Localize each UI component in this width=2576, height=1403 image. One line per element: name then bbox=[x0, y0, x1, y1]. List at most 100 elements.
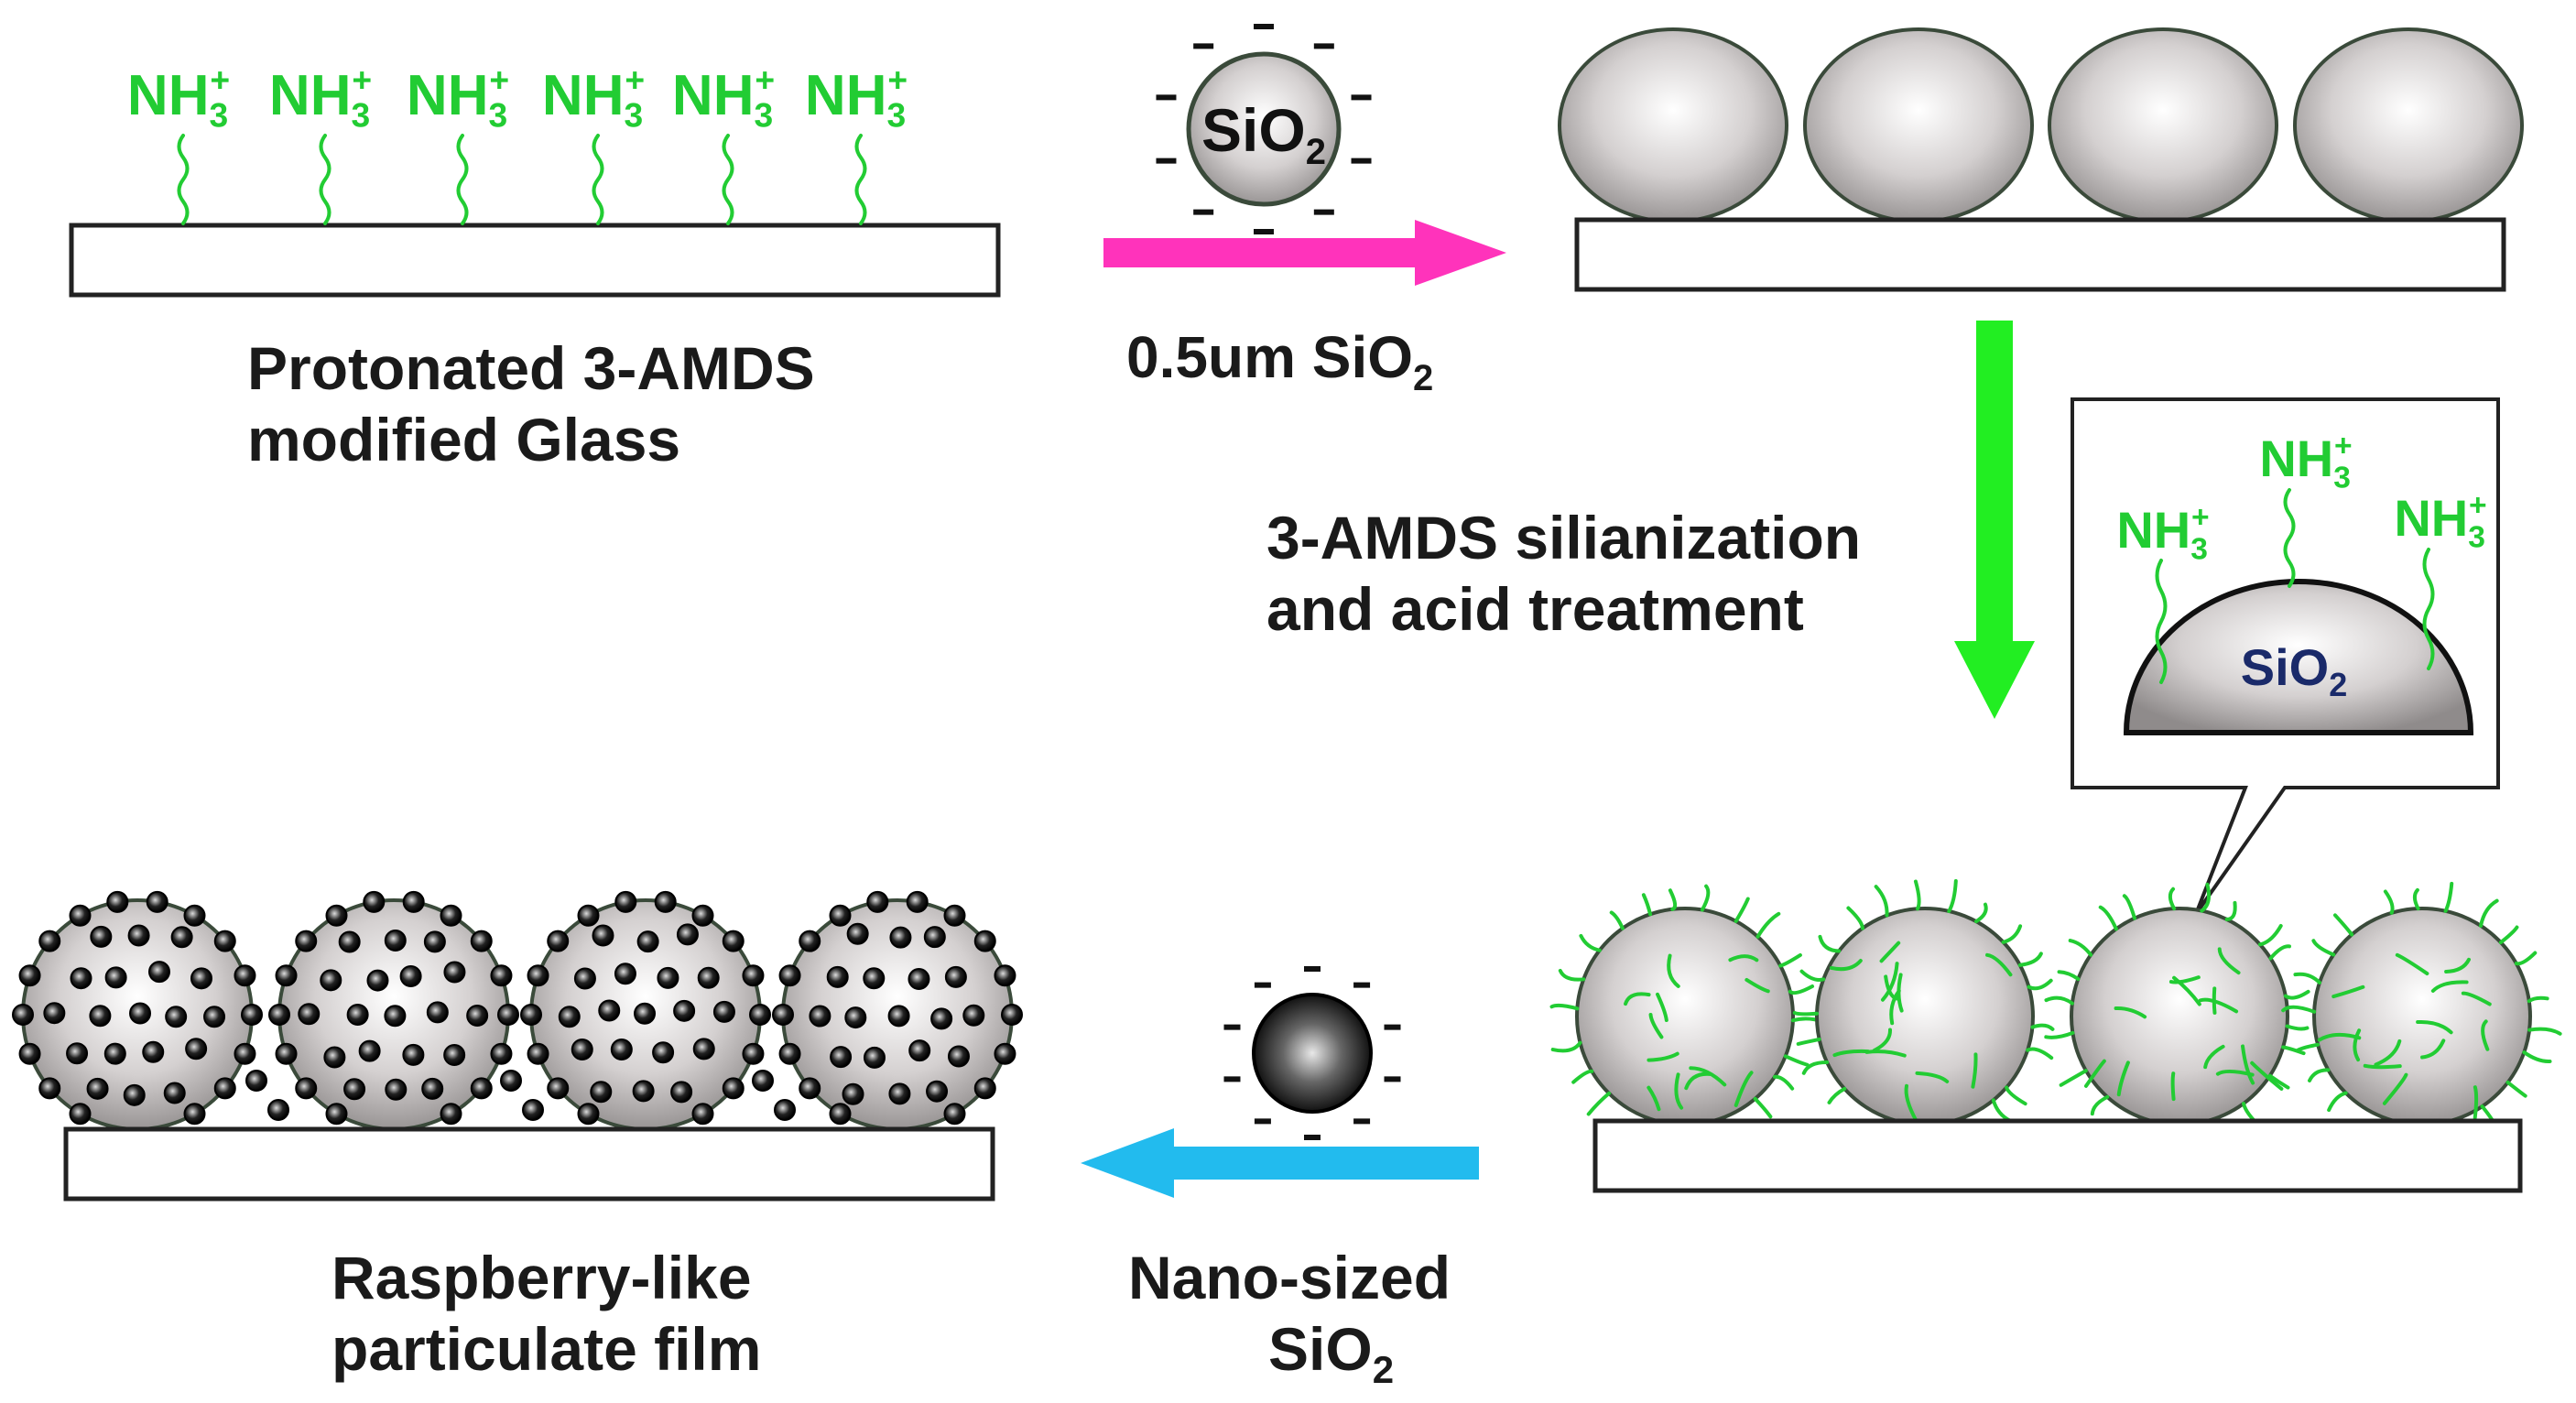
amine-squiggle bbox=[2217, 947, 2241, 975]
amine-chain bbox=[2283, 488, 2296, 588]
nano-dot bbox=[426, 1001, 449, 1024]
nano-dot bbox=[577, 1103, 600, 1126]
nano-dot bbox=[104, 966, 127, 989]
nano-dot bbox=[577, 904, 600, 927]
amine-group-label: NH3+ bbox=[805, 60, 908, 134]
amine-squiggle bbox=[1624, 992, 1651, 1006]
nano-dot bbox=[722, 1077, 745, 1100]
amine-hair bbox=[1772, 1074, 1795, 1091]
nano-dot bbox=[245, 1070, 267, 1092]
amine-group-label: NH3+ bbox=[542, 60, 645, 134]
amine-squiggle bbox=[2395, 952, 2429, 976]
arrow3-label-line1: Nano-sized bbox=[1128, 1244, 1451, 1311]
nano-dot bbox=[234, 964, 256, 987]
nano-dot bbox=[558, 1006, 581, 1028]
amine-hair bbox=[2068, 939, 2093, 957]
amine-hair bbox=[2514, 951, 2538, 966]
amine-hair bbox=[1571, 1069, 1594, 1084]
amine-group-label: NH3+ bbox=[407, 60, 509, 134]
nano-dot bbox=[363, 890, 386, 913]
amine-group-label: NH3+ bbox=[2259, 430, 2352, 495]
nano-dot bbox=[712, 1000, 735, 1023]
nano-dot bbox=[943, 904, 966, 927]
nano-dot bbox=[742, 1042, 765, 1065]
amine-squiggle bbox=[1971, 1052, 1978, 1089]
nano-dot bbox=[38, 930, 61, 952]
nano-dot bbox=[947, 1045, 970, 1068]
amine-squiggle bbox=[2083, 1059, 2106, 1088]
nano-dot bbox=[636, 930, 659, 953]
amine-hair bbox=[2026, 1047, 2054, 1060]
nano-dot bbox=[295, 1077, 318, 1100]
amine-hair bbox=[1792, 1011, 1820, 1017]
result-group: Raspberry-like particulate film bbox=[12, 890, 1023, 1383]
amine-hair bbox=[1755, 911, 1781, 939]
nano-dot bbox=[691, 1103, 714, 1126]
nano-dot bbox=[943, 1103, 966, 1126]
nano-dot bbox=[930, 1007, 953, 1030]
amine-hair bbox=[1641, 893, 1653, 917]
amine-hair bbox=[2098, 905, 2118, 931]
amine-squiggle bbox=[2331, 984, 2365, 999]
nano-dot bbox=[809, 1005, 831, 1028]
step1-group: NH3+NH3+NH3+NH3+NH3+NH3+ Protonated 3-AM… bbox=[69, 60, 1001, 473]
amine-groups-1: NH3+NH3+NH3+NH3+NH3+NH3+ bbox=[127, 60, 908, 134]
negative-charges bbox=[1156, 24, 1372, 234]
nano-dot bbox=[90, 925, 113, 948]
nano-negative-charges bbox=[1223, 966, 1401, 1140]
nano-dot bbox=[799, 930, 821, 952]
nano-dot bbox=[889, 926, 912, 949]
amine-squiggle bbox=[1889, 989, 1901, 1026]
coated-sphere bbox=[2070, 907, 2289, 1126]
nano-dot bbox=[742, 964, 765, 987]
nano-dot bbox=[346, 1003, 369, 1026]
amine-chain bbox=[2422, 548, 2435, 670]
nano-dot bbox=[384, 930, 407, 952]
amine-hair bbox=[1947, 878, 1958, 913]
arrow1-label: 0.5um SiO2 bbox=[1126, 324, 1433, 398]
nano-dot bbox=[69, 1103, 92, 1126]
amine-hair bbox=[2505, 1080, 2527, 1098]
amine-hair bbox=[2285, 1024, 2310, 1031]
nano-dot bbox=[343, 1078, 366, 1101]
glass-substrate-2 bbox=[1574, 217, 2506, 292]
nano-dot bbox=[547, 930, 570, 952]
nano-dot bbox=[673, 999, 696, 1022]
amine-squiggle bbox=[1674, 1072, 1684, 1110]
nano-dot bbox=[399, 964, 422, 987]
amine-squiggle bbox=[1864, 1050, 1907, 1058]
nano-dot bbox=[423, 930, 446, 953]
inset-silica-dome bbox=[2123, 579, 2474, 735]
result-label-line2: particulate film bbox=[332, 1315, 761, 1383]
amine-hair bbox=[1586, 1091, 1612, 1116]
nano-dot bbox=[384, 1005, 407, 1028]
nano-dot bbox=[830, 1046, 853, 1069]
amine-squiggle bbox=[1648, 1013, 1664, 1039]
nano-dot bbox=[490, 964, 513, 987]
nano-silica-particle bbox=[1252, 993, 1373, 1114]
amine-squiggle bbox=[2382, 1072, 2408, 1105]
amine-squiggle bbox=[2374, 1039, 2402, 1067]
amine-squiggle bbox=[2420, 1039, 2446, 1060]
nano-dot bbox=[185, 1038, 208, 1060]
nano-dot bbox=[866, 890, 889, 913]
nano-dot bbox=[69, 904, 92, 927]
magenta-arrow bbox=[1103, 220, 1506, 286]
amine-squiggle bbox=[1915, 1071, 1950, 1083]
nano-dot bbox=[592, 924, 614, 947]
step1-label-line1: Protonated 3-AMDS bbox=[247, 334, 815, 402]
amine-group-label: NH3+ bbox=[269, 60, 372, 134]
amine-squiggle bbox=[1880, 962, 1899, 1002]
amine-squiggle bbox=[2215, 1069, 2255, 1077]
nano-dot bbox=[183, 904, 206, 927]
nano-dot bbox=[590, 1081, 613, 1104]
amine-hair bbox=[2308, 1068, 2331, 1082]
nano-dot bbox=[146, 890, 168, 913]
amine-hair bbox=[2383, 889, 2395, 915]
nano-dot bbox=[906, 890, 929, 913]
nano-dot bbox=[43, 1002, 66, 1025]
amine-hair bbox=[1550, 1040, 1582, 1053]
arrow2-label-line1: 3-AMDS silianization bbox=[1266, 504, 1861, 571]
nano-dot bbox=[421, 1077, 444, 1100]
nano-dot bbox=[774, 1099, 796, 1121]
